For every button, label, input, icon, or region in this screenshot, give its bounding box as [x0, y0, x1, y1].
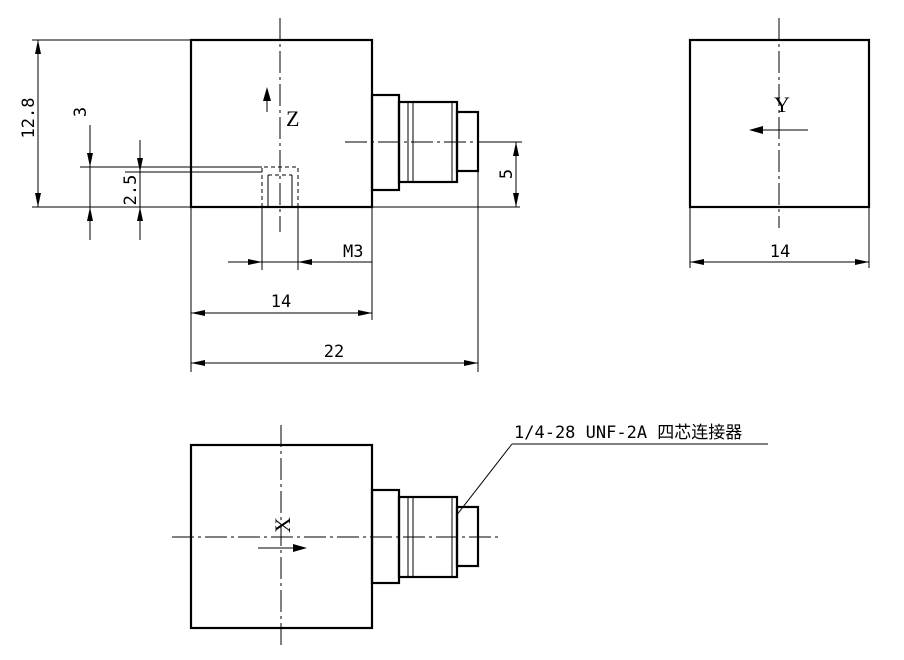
top-view: X 1/4-28 UNF-2A 四芯连接器: [172, 423, 768, 648]
dim-side-width-label: 14: [770, 242, 790, 262]
dim-offset25-label: 2.5: [121, 175, 141, 206]
y-axis-label: Y: [774, 92, 790, 117]
dim-offset3-label: 3: [71, 107, 91, 117]
dim-width-label: 14: [271, 292, 291, 312]
dim-thread-label: M3: [343, 242, 363, 262]
front-view: Z 12.8 3 2.5 5 M3: [19, 18, 522, 372]
connector-leader: [455, 443, 513, 517]
front-threaded-hole: [261, 166, 299, 207]
z-axis-label: Z: [286, 106, 299, 131]
x-axis-label: X: [270, 517, 295, 533]
dim-height-label: 12.8: [19, 98, 39, 139]
side-view: Y 14: [688, 18, 871, 268]
dim-length-label: 22: [324, 342, 344, 362]
connector-label: 1/4-28 UNF-2A 四芯连接器: [514, 423, 742, 443]
front-view-body: [189, 38, 374, 209]
dim-connector-offset-label: 5: [497, 169, 517, 179]
